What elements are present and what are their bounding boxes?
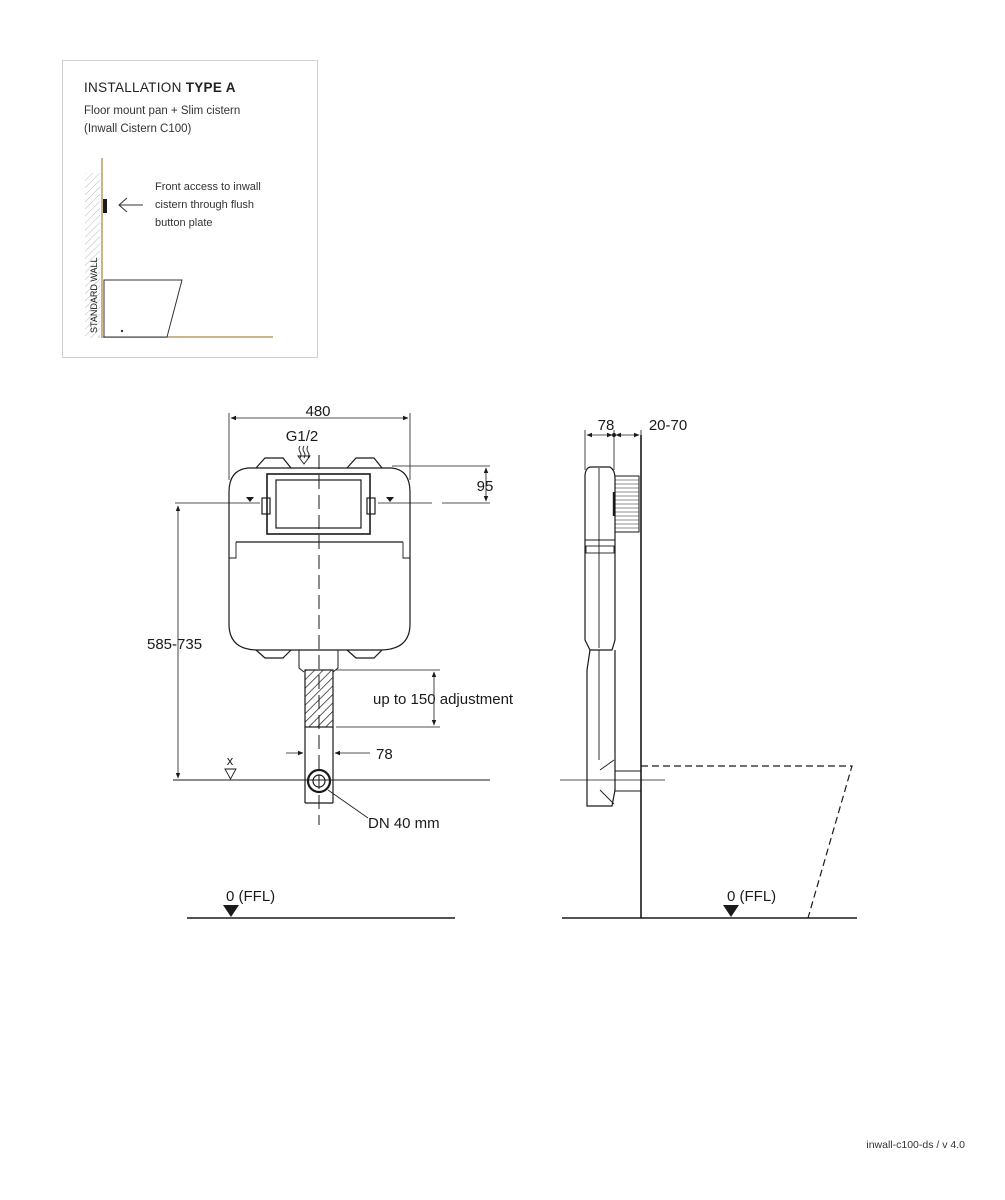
front-view [173,413,490,919]
installation-title: INSTALLATION TYPE A [84,80,236,95]
subtitle-line-2: (Inwall Cistern C100) [84,123,192,135]
side-ffl-marker [723,905,739,917]
width-dim-label: 480 [305,403,330,420]
wall-label: STANDARD WALL [89,257,99,333]
title-light: INSTALLATION [84,80,182,95]
inlet-triangle [297,455,311,465]
flush-button-plate [103,199,107,213]
front-access-note: Front access to inwall cistern through f… [155,178,261,232]
subtitle-line-1: Floor mount pan + Slim cistern [84,105,241,117]
depth-dim-label: 78 [598,417,615,434]
outlet-size-label: DN 40 mm [368,815,440,832]
side-outlet-spigot [614,770,642,792]
flush-aperture-outer [266,473,371,535]
front-ffl-marker [223,905,239,917]
title-bold: TYPE A [185,80,236,95]
ref-marker-right [386,497,394,502]
top-lug-right [346,457,383,469]
side-bracket [585,545,615,554]
document-code: inwall-c100-ds / v 4.0 [866,1139,965,1151]
height-dim-label: 585-735 [147,636,202,653]
installation-subtitle: Floor mount pan + Slim cistern (Inwall C… [84,102,240,138]
band-notch-right [402,542,410,559]
dim-junction-dot [612,433,616,437]
note-line-2: cistern through flush [155,199,255,211]
frame-dim-label: 20-70 [649,417,687,434]
pan-outline [103,279,183,338]
side-cistern-body [584,466,616,651]
side-clip-right [366,497,376,515]
side-bend-top [599,759,615,771]
dn-leader [327,789,369,819]
outlet-width-label: 78 [376,746,393,763]
x-level-marker [224,768,237,780]
outlet-ring [306,768,332,794]
note-line-1: Front access to inwall [155,181,261,193]
pipe-neck-right [332,650,339,673]
bottom-lug-left [255,649,292,659]
note-line-3: button plate [155,217,213,229]
outlet-inner [312,774,326,788]
adjustment-hatch [304,669,334,728]
side-view [560,430,857,919]
x-marker-label: x [227,753,234,768]
adjustment-label: up to 150 adjustment [373,691,514,708]
installation-type-panel: STANDARD WALL INSTALLATION TYPE A Floor … [62,60,318,358]
side-clip-left [261,497,271,515]
pan-dashed-outline [641,765,853,919]
wall-hatch [85,173,100,338]
band-notch-left [229,542,237,559]
bottom-lug-right [346,649,383,659]
side-plate-ribs [615,479,639,529]
inlet-label: G1/2 [286,428,319,445]
front-ffl-label: 0 (FFL) [226,888,275,905]
top-lug-left [255,457,292,469]
pipe-neck-left [298,650,305,673]
cistern-body [228,467,411,651]
installation-sketch: STANDARD WALL [85,158,273,338]
arrow-left-icon [118,197,128,213]
side-pipe [586,649,616,807]
pan-dot [120,329,124,333]
top-offset-label: 95 [477,478,494,495]
side-ffl-label: 0 (FFL) [727,888,776,905]
ref-marker-left [246,497,254,502]
side-bend-bottom [599,789,615,805]
